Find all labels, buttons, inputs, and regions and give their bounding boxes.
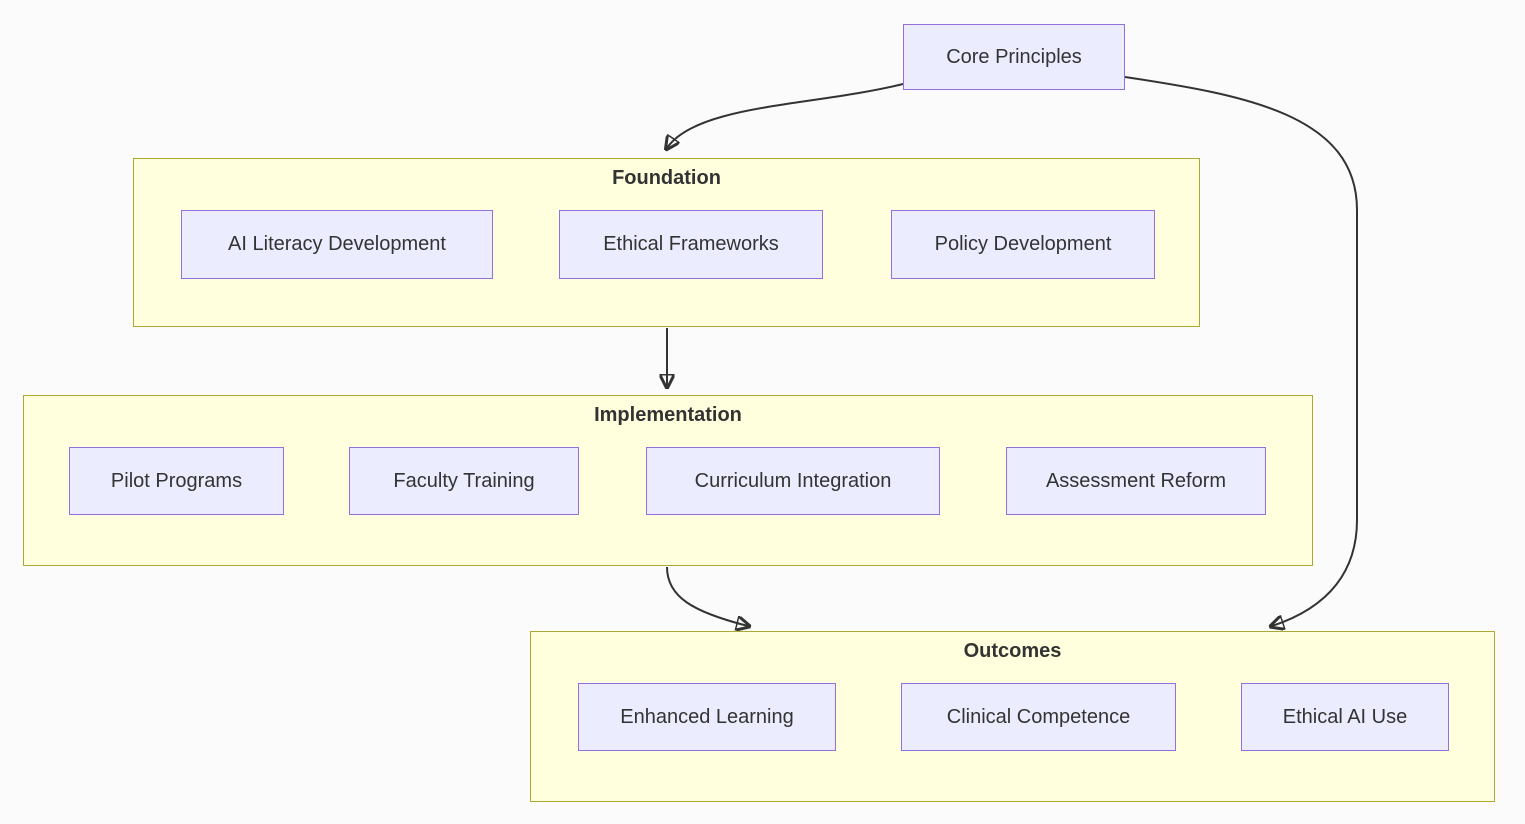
node-curriculum-integration: Curriculum Integration (646, 447, 940, 515)
cluster-implementation: Implementation Pilot Programs Faculty Tr… (23, 395, 1313, 566)
cluster-foundation: Foundation AI Literacy Development Ethic… (133, 158, 1200, 327)
node-pilot-programs: Pilot Programs (69, 447, 284, 515)
node-label: Ethical AI Use (1282, 705, 1408, 728)
node-label: Curriculum Integration (694, 469, 892, 492)
node-label: Pilot Programs (110, 469, 243, 492)
node-core-principles: Core Principles (903, 24, 1125, 90)
node-label: Clinical Competence (946, 705, 1131, 728)
node-policy-development: Policy Development (891, 210, 1155, 279)
node-label: Ethical Frameworks (603, 233, 779, 255)
cluster-title-outcomes: Outcomes (963, 640, 1062, 662)
edge-core-principles-to-outcomes (1124, 76, 1358, 626)
node-label: Assessment Reform (1045, 469, 1227, 492)
node-ethical-ai-use: Ethical AI Use (1241, 683, 1449, 751)
node-label: Faculty Training (393, 469, 535, 492)
edge-implementation-to-outcomes (666, 566, 748, 626)
node-enhanced-learning: Enhanced Learning (578, 683, 836, 751)
node-label: Policy Development (934, 233, 1112, 255)
edge-core-principles-to-foundation (667, 83, 904, 148)
cluster-title-implementation: Implementation (594, 404, 742, 426)
node-clinical-competence: Clinical Competence (901, 683, 1176, 751)
cluster-title-foundation: Foundation (612, 167, 721, 189)
node-assessment-reform: Assessment Reform (1006, 447, 1266, 515)
node-ai-literacy-development: AI Literacy Development (181, 210, 493, 279)
node-ethical-frameworks: Ethical Frameworks (559, 210, 823, 279)
cluster-outcomes: Outcomes Enhanced Learning Clinical Comp… (530, 631, 1495, 802)
node-label: Enhanced Learning (620, 705, 794, 728)
node-faculty-training: Faculty Training (349, 447, 579, 515)
node-label: Core Principles (946, 45, 1082, 68)
node-label: AI Literacy Development (228, 233, 446, 255)
